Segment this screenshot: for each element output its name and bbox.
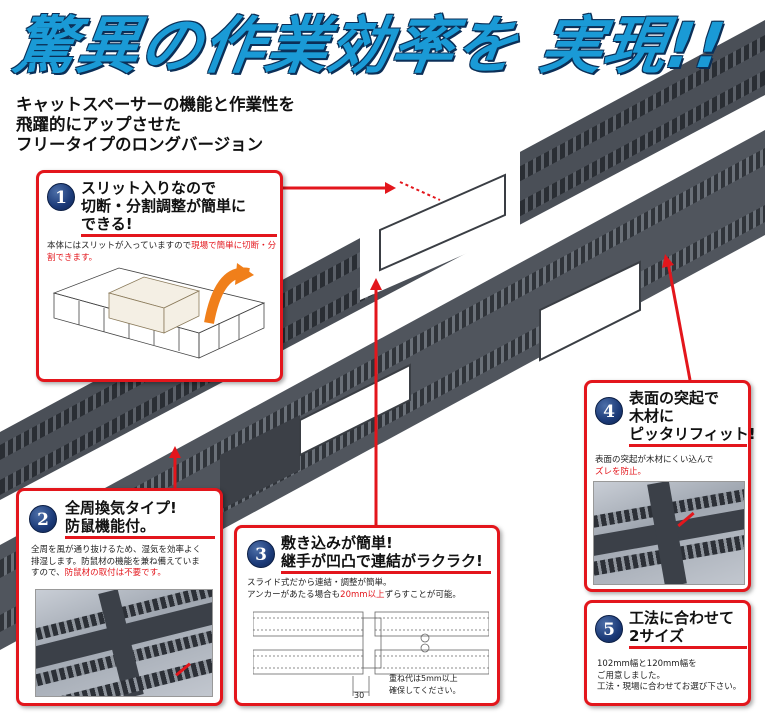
feature-1-text-highlight: 現場で簡単に切断・分割できます。 bbox=[47, 241, 277, 263]
headline: 驚異の作業効率を 実現!! bbox=[8, 9, 731, 82]
feature-5-title-line-1: 工法に合わせて bbox=[629, 609, 735, 627]
connector-arrow-4 bbox=[666, 261, 692, 381]
feature-2-photo bbox=[35, 589, 213, 697]
feature-3-diagram-note-2: 確保してください。 bbox=[389, 686, 461, 695]
feature-3-diagram-dim: 30 bbox=[354, 691, 365, 700]
subheading-line-3: フリータイプのロングバージョン bbox=[16, 135, 264, 154]
feature-4-text-highlight: ズレを防止。 bbox=[595, 466, 647, 477]
feature-2-text-line-1: 全周を風が通り抜けるため、湿気を効率よく bbox=[31, 545, 202, 555]
feature-5-text-line-3: 工法・現場に合わせてお選び下さい。 bbox=[597, 682, 742, 692]
feature-1-description: 本体にはスリットが入っていますので現場で簡単に切断・分割できます。 bbox=[47, 241, 277, 264]
subheading-line-1: キャットスペーサーの機能と作業性を bbox=[16, 95, 296, 114]
feature-3-text-line-2a: アンカーがあたる場合も bbox=[247, 589, 341, 600]
feature-1-box: 1 スリット入りなので 切断・分割調整が簡単に できる! 本体にはスリットが入っ… bbox=[36, 170, 283, 382]
feature-3-underline bbox=[281, 571, 491, 574]
feature-2-box: 2 全周換気タイプ! 防鼠機能付。 全周を風が通り抜けるため、湿気を効率よく 排… bbox=[16, 488, 223, 706]
feature-3-title-line-2: 継手が凹凸で連結がラクラク! bbox=[281, 552, 483, 570]
feature-2-description: 全周を風が通り抜けるため、湿気を効率よく 排湿します。防鼠材の機能を兼ね備えてい… bbox=[31, 545, 219, 580]
feature-5-description: 102mm幅と120mm幅を ご用意しました。 工法・現場に合わせてお選び下さい… bbox=[597, 659, 749, 694]
feature-3-joint-diagram bbox=[253, 611, 489, 696]
feature-2-number-badge: 2 bbox=[29, 505, 57, 533]
feature-5-title-line-2: 2サイズ bbox=[629, 627, 684, 645]
feature-4-photo bbox=[593, 481, 745, 585]
feature-2-underline bbox=[65, 536, 215, 539]
feature-4-title-line-1: 表面の突起で bbox=[629, 389, 720, 407]
feature-2-title-line-2: 防鼠機能付。 bbox=[65, 517, 156, 535]
feature-5-box: 5 工法に合わせて 2サイズ 102mm幅と120mm幅を ご用意しました。 工… bbox=[584, 600, 751, 706]
feature-4-text-line-1: 表面の突起が木材にくい込んで bbox=[595, 455, 714, 465]
feature-3-text-line-2b: ずらすことが可能。 bbox=[384, 589, 461, 600]
subheading-line-2: 飛躍的にアップさせた bbox=[16, 115, 181, 134]
feature-1-number-badge: 1 bbox=[47, 183, 75, 211]
feature-1-title-line-1: スリット入りなので bbox=[81, 179, 217, 197]
feature-4-number-badge: 4 bbox=[595, 397, 623, 425]
feature-3-text-highlight: 20mm以上 bbox=[340, 589, 385, 600]
feature-5-underline bbox=[629, 646, 747, 649]
feature-3-text-line-1: スライド式だから連結・調整が簡単。 bbox=[247, 578, 392, 588]
feature-3-box: 3 敷き込みが簡単! 継手が凹凸で連結がラクラク! スライド式だから連結・調整が… bbox=[234, 525, 500, 706]
subheading: キャットスペーサーの機能と作業性を 飛躍的にアップさせた フリータイプのロングバ… bbox=[16, 95, 376, 155]
feature-4-underline bbox=[629, 444, 747, 447]
feature-3-number-badge: 3 bbox=[247, 540, 275, 568]
feature-2-text-line-2: 排湿します。防鼠材の機能を兼ね備えていま bbox=[31, 556, 200, 567]
feature-5-text-line-2: ご用意しました。 bbox=[597, 670, 666, 681]
feature-2-title-line-1: 全周換気タイプ! bbox=[65, 499, 177, 517]
feature-5-text-line-1: 102mm幅と120mm幅を bbox=[597, 659, 697, 669]
feature-1-title-line-3: できる! bbox=[81, 215, 133, 233]
feature-2-text-highlight: 防鼠材の取付は不要です。 bbox=[64, 568, 166, 578]
feature-1-title-line-2: 切断・分割調整が簡単に bbox=[81, 197, 247, 215]
feature-1-slit-illustration bbox=[52, 263, 266, 359]
feature-4-box: 4 表面の突起で 木材に ピッタリフィット! 表面の突起が木材にくい込んで ズレ… bbox=[584, 380, 756, 592]
feature-4-title-line-3: ピッタリフィット! bbox=[629, 425, 756, 443]
feature-1-underline bbox=[81, 234, 277, 237]
feature-1-text: 本体にはスリットが入っていますので bbox=[47, 241, 192, 251]
feature-2-text-line-3: すので、 bbox=[31, 568, 65, 578]
feature-3-diagram-note-1: 重ね代は5mm以上 bbox=[389, 674, 458, 683]
feature-3-title-line-1: 敷き込みが簡単! bbox=[281, 534, 393, 552]
feature-4-title-line-2: 木材に bbox=[629, 407, 675, 425]
feature-4-description: 表面の突起が木材にくい込んで ズレを防止。 bbox=[595, 455, 750, 478]
feature-3-description: スライド式だから連結・調整が簡単。 アンカーがあたる場合も20mm以上ずらすこと… bbox=[247, 578, 497, 601]
feature-5-number-badge: 5 bbox=[595, 615, 623, 643]
